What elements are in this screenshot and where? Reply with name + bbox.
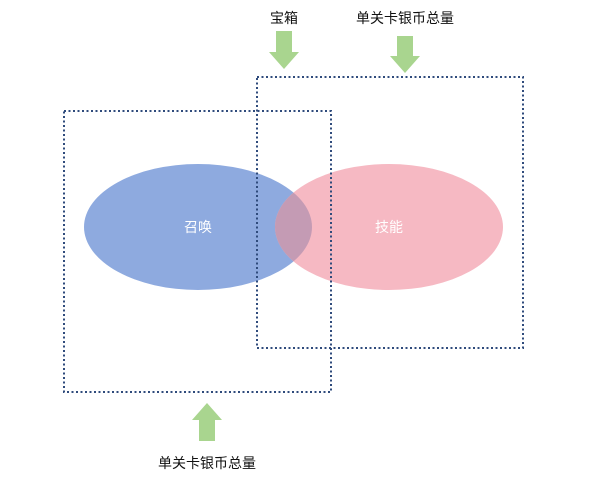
summon-label: 召唤 bbox=[184, 219, 212, 236]
skill-label: 技能 bbox=[375, 220, 403, 236]
summon-ellipse bbox=[84, 164, 312, 290]
treasure-arrow-icon bbox=[269, 31, 299, 69]
silver-total-bottom-arrow-icon bbox=[192, 403, 222, 441]
silver-total-top-label: 单关卡银币总量 bbox=[356, 11, 454, 27]
silver-total-bottom-label: 单关卡银币总量 bbox=[158, 456, 256, 472]
silver-total-top-arrow-icon bbox=[390, 36, 420, 73]
treasure-label: 宝箱 bbox=[270, 11, 298, 27]
right-dotted-box bbox=[256, 76, 524, 349]
left-dotted-box bbox=[63, 110, 332, 393]
